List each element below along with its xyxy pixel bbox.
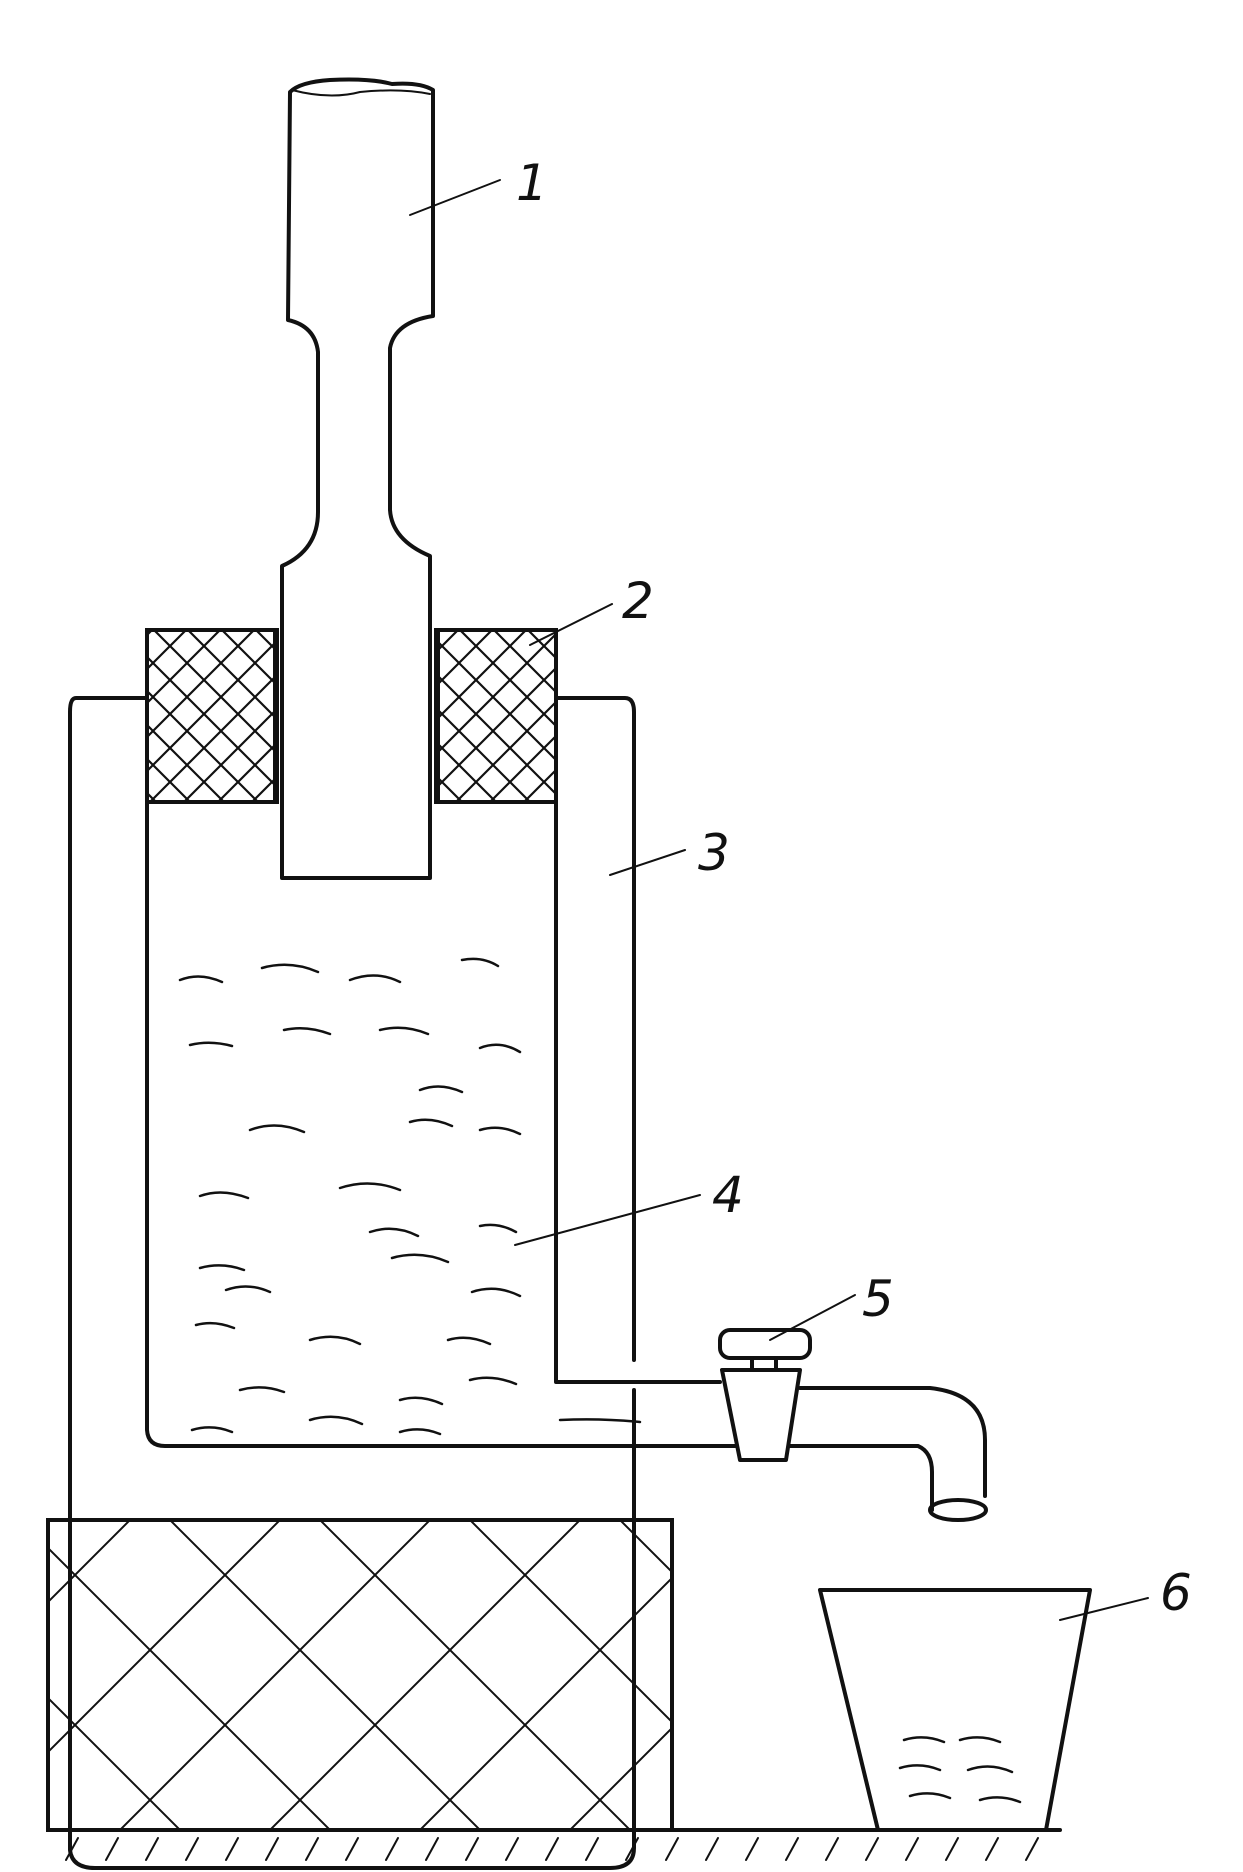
stopcock-tap bbox=[718, 1328, 812, 1462]
collection-vessel bbox=[818, 1588, 1092, 1832]
leader-lines bbox=[409, 179, 1149, 1621]
container-wall bbox=[68, 696, 988, 1870]
label-3: 3 bbox=[698, 824, 730, 882]
label-1: 1 bbox=[516, 154, 548, 212]
label-6: 6 bbox=[1160, 1564, 1192, 1622]
ground-line bbox=[46, 1828, 1062, 1861]
label-5: 5 bbox=[862, 1270, 894, 1328]
stirring-rod bbox=[280, 77, 435, 880]
hatched-stopper bbox=[145, 628, 558, 804]
label-4: 4 bbox=[712, 1166, 744, 1224]
label-2: 2 bbox=[622, 572, 654, 630]
liquid bbox=[178, 957, 642, 1436]
base-block bbox=[46, 1518, 674, 1832]
